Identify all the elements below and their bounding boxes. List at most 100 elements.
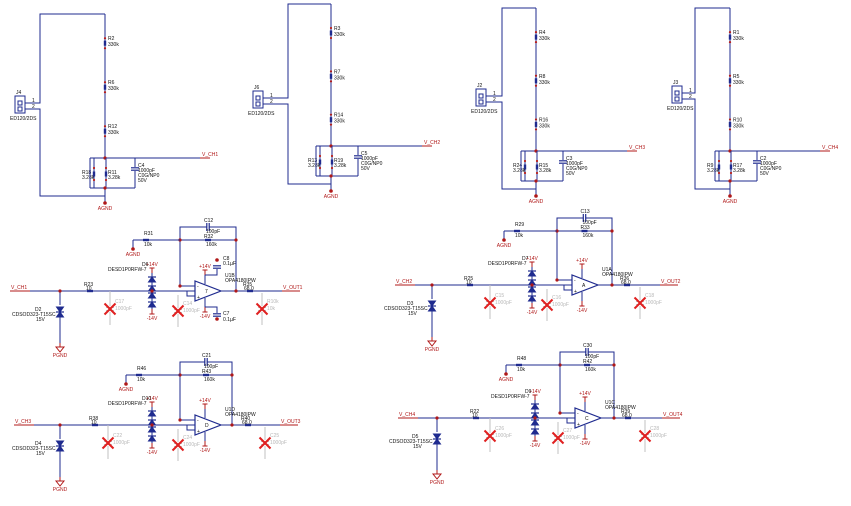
capacitor-value: 1000pF [138,168,155,174]
clamp-diode-symbol [147,301,157,308]
resistor-value: 3.28k [707,168,720,174]
input-resistor-value: 10 [472,413,478,419]
resistor-ref: R11 [108,170,117,176]
rail-label: +14V [199,398,211,404]
junction-dot [558,411,562,415]
pin-dot [329,70,333,73]
feedback-cap-ref: C12 [204,218,213,224]
dnp-ref: C14 [183,301,192,307]
junction-dot [178,284,182,288]
capacitor-dielectric: C0G/NP0 [566,166,588,172]
junction-dot [58,289,62,293]
resistor-symbol [514,229,520,233]
pin-dot [534,74,538,77]
output-resistor-ref: R40 [241,416,250,422]
resistor-symbol [104,171,108,177]
junction-dot [612,363,616,367]
junction-dot [435,416,439,420]
ground-label: PGND [425,347,440,353]
opamp-plus-pin: + [197,429,200,435]
dnp-value: 1000pF [495,300,512,306]
resistor-symbol [625,416,631,420]
opamp-ref: U1A [602,267,612,273]
gain-resistor-value: 10k [515,233,524,239]
resistor-symbol [330,159,334,165]
resistor-symbol [728,78,732,84]
pin-number: 2 [689,94,692,100]
resistor-ref: R4 [539,30,546,36]
feedback-cap-ref: C21 [202,353,211,359]
clamp-diode-symbol [147,435,157,442]
resistor-value: 330k [334,119,345,125]
ground-label: AGND [723,199,738,205]
decoupling-cap-value: 0.1µF [223,317,236,323]
agnd-symbol [534,194,538,198]
clamp-diode-symbol [147,292,157,299]
dnp-value: 1000pF [113,440,130,446]
junction-dot [234,289,238,293]
capacitor-voltage: 50V [566,171,576,177]
rail-label: +14V [576,258,588,264]
connector-pin [478,99,484,105]
clamp-diode-part: DESD1P0RFW-7 [491,394,530,400]
dnp-value: 1000pF [115,306,132,312]
divider-section-3: J212ED120/2DSR4330kR8330kR16330kR243.28k… [471,7,645,205]
rail-label: -14V [200,314,211,320]
resistor-ref: R5 [733,74,740,80]
dnp-value: 1000pF [645,300,662,306]
agnd-symbol [131,247,135,251]
capacitor-value: 1000pF [361,156,378,162]
pin-dot [92,178,96,182]
clamp-diode-part: DESD1P0RFW-7 [488,261,527,267]
resistor-symbol [318,159,322,165]
resistor-value: 3.28k [308,163,321,169]
resistor-symbol [245,423,251,427]
pin-number: 1 [270,93,273,99]
connector-pin [255,95,261,101]
resistor-symbol [247,289,253,293]
feedback-cap-value: 100pF [583,220,597,226]
pin-dot [717,159,721,163]
opamp-minus-pin: - [574,278,576,284]
junction-dot [530,283,534,287]
opamp-plus-pin: + [574,289,577,295]
resistor-ref: R17 [733,163,742,169]
dnp-ref: C16 [552,295,561,301]
rail-label: -14V [200,448,211,454]
dnp-ref: C18 [645,293,654,299]
pin-dot [329,80,333,83]
junction-dot [150,423,154,427]
opamp-symbol [571,274,600,296]
capacitor-value: 1000pF [760,161,777,167]
pin-dot [534,118,538,121]
clamp-diode-symbol [527,286,537,293]
pin-dot [535,171,539,175]
capacitor-ref: C3 [566,156,573,162]
tvs-voltage: 15V [413,444,423,450]
gain-resistor-ref: R31 [144,231,153,237]
dnp-ref: C26 [495,426,504,432]
connector-symbol [671,85,683,104]
net-label: V_CH4 [822,145,838,151]
pin-dot [728,128,732,131]
amplifier-section-2: V_CH2D3CDSOD323-T15SC15VPGNDR2510+14V-14… [384,209,681,353]
pin-number: 2 [270,99,273,105]
dnp-ref: C27 [563,428,572,434]
pin-dot [104,166,108,170]
rail-label: +14V [579,391,591,397]
divider-section-4: J312ED120/2DSR1330kR5330kR10330kR93.28kR… [667,7,838,205]
divider-section-2: J612ED120/2DSR3330kR7330kR14330kR133.28k… [248,3,440,200]
agnd-symbol [124,382,128,386]
resistor-ref: R3 [334,26,341,32]
rail-label: -14V [530,443,541,449]
feedback-resistor-value: 160k [204,377,215,383]
decoupling-cap-ref: C7 [223,311,230,317]
ground-label: AGND [529,199,544,205]
clamp-diode-symbol [147,426,157,433]
rail-label: +14V [526,256,538,262]
resistor-ref: R7 [334,69,341,75]
input-net-label: V_CH4 [399,412,415,418]
resistor-value: 330k [108,86,119,92]
tvs-part: CDSOD323-T15SC [384,306,428,312]
